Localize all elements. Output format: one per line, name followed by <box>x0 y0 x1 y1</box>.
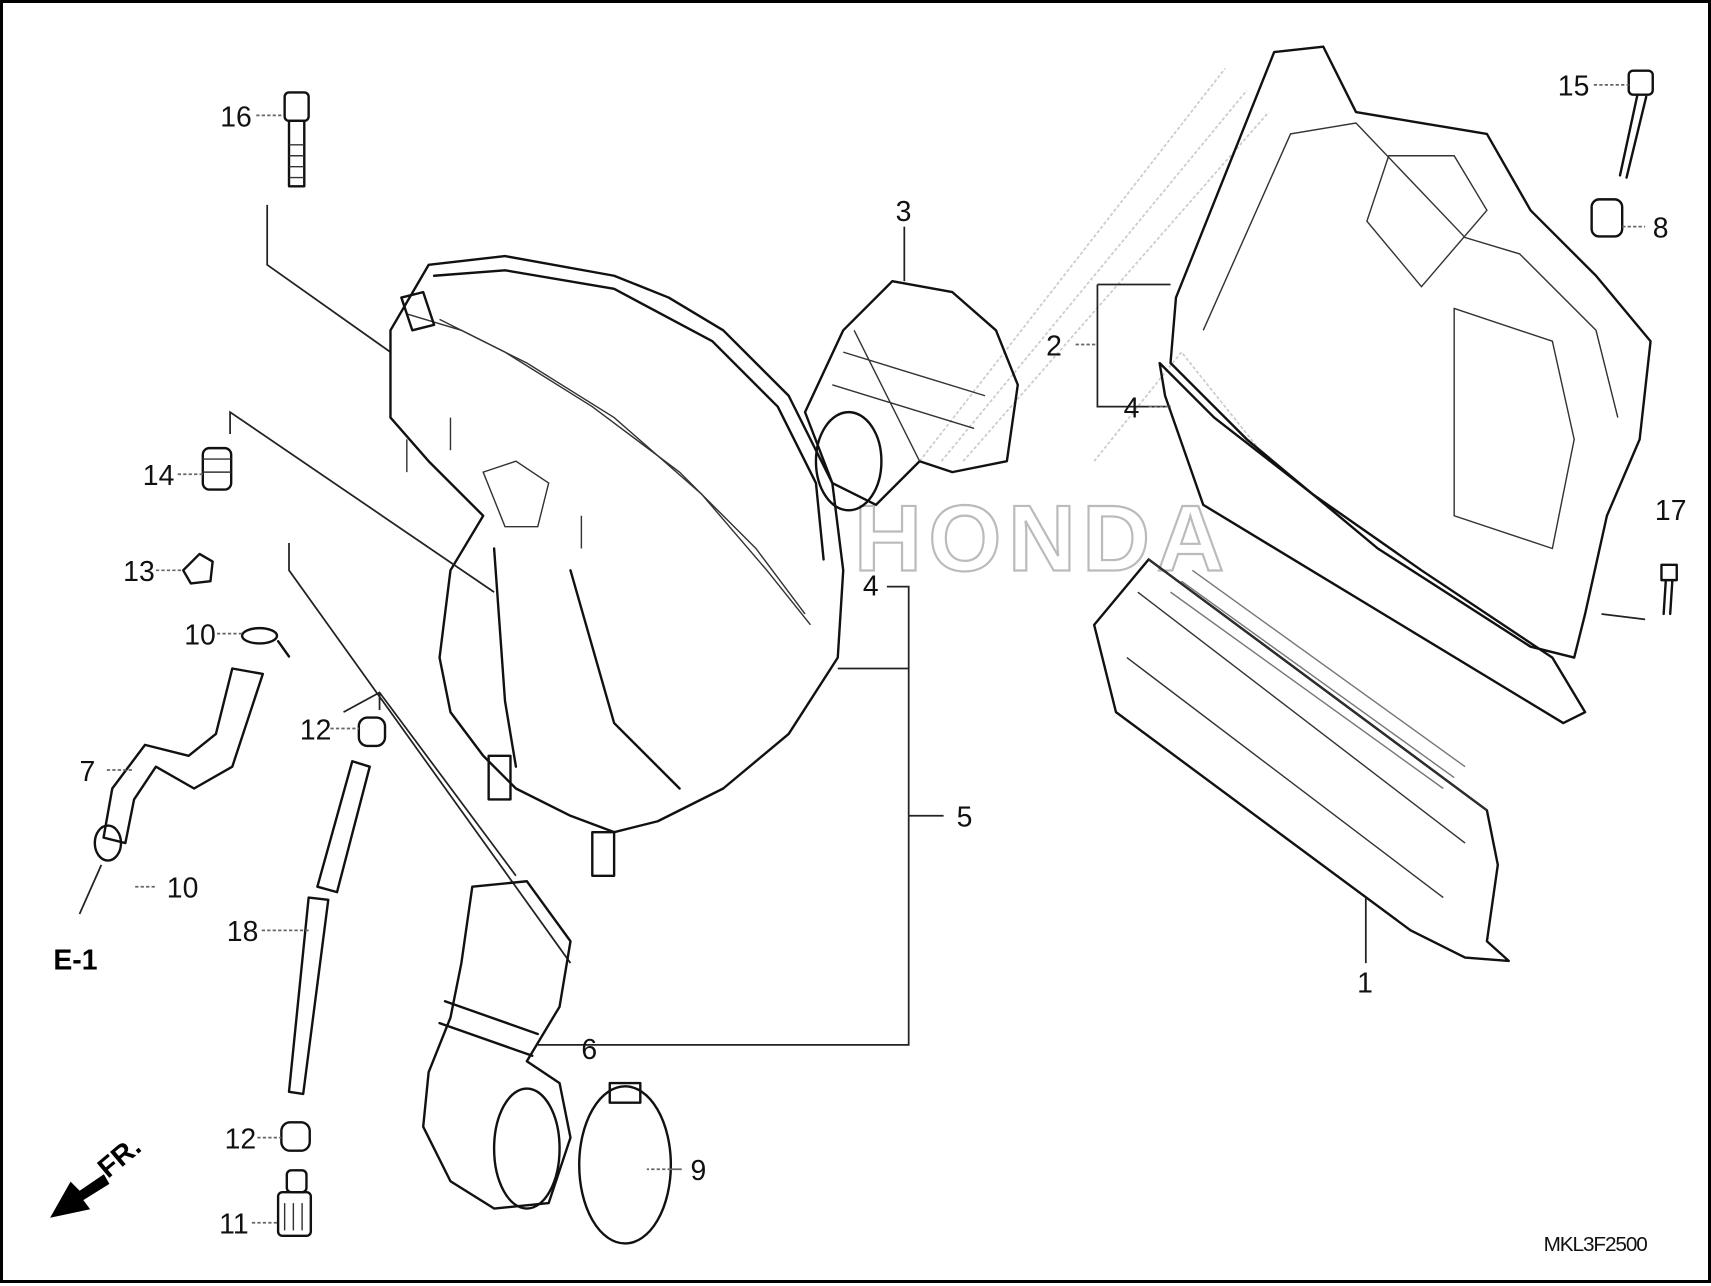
screw-17[interactable] <box>1660 563 1678 616</box>
callout-12[interactable]: 12 <box>225 1124 257 1156</box>
drain-hose-7[interactable] <box>102 667 265 845</box>
front-direction-arrow-icon: FR. <box>50 1131 148 1218</box>
callout-11[interactable]: 11 <box>219 1209 248 1241</box>
callout-4[interactable]: 4 <box>1124 393 1140 425</box>
honda-wing-watermark <box>918 67 1270 462</box>
reference-e1[interactable]: E-1 <box>53 945 97 977</box>
bracket-2-4 <box>1096 283 1171 408</box>
callout-8[interactable]: 8 <box>1653 213 1669 245</box>
callout-5[interactable]: 5 <box>957 802 973 834</box>
diagram-code: MKL3F2500 <box>1544 1233 1648 1256</box>
callout-4[interactable]: 4 <box>863 570 879 602</box>
air-cleaner-case[interactable] <box>389 254 845 877</box>
callout-14[interactable]: 14 <box>143 460 175 492</box>
screw-15[interactable] <box>1618 69 1654 179</box>
air-cleaner-cover-2[interactable] <box>1158 45 1652 725</box>
tube-18-upper[interactable] <box>316 760 371 894</box>
leader-dashes <box>106 83 1646 1224</box>
callout-3[interactable]: 3 <box>896 196 912 228</box>
callout-12[interactable]: 12 <box>300 714 332 746</box>
leader-line <box>288 543 572 964</box>
bracket-4-5-6 <box>537 585 944 1046</box>
callout-10[interactable]: 10 <box>167 873 199 905</box>
leader-line <box>229 410 495 593</box>
leader-line <box>343 691 517 877</box>
front-label: FR. <box>92 1131 148 1185</box>
callout-7[interactable]: 7 <box>80 756 96 788</box>
clamp-10-lower[interactable] <box>93 824 123 862</box>
band-9[interactable] <box>578 1081 673 1245</box>
clamp-12-upper[interactable] <box>357 716 387 748</box>
e1-arrow <box>78 864 103 915</box>
funnel-3[interactable] <box>803 280 1019 512</box>
bolt-16[interactable] <box>283 91 310 188</box>
parts-diagram: HONDA <box>50 45 1687 1256</box>
callout-16[interactable]: 16 <box>220 101 252 133</box>
leader-line <box>266 204 391 353</box>
clamp-10-upper[interactable] <box>240 626 291 658</box>
callout-10[interactable]: 10 <box>184 620 216 652</box>
clip-13[interactable] <box>181 552 214 585</box>
grommet-14[interactable] <box>201 446 233 491</box>
grommet-8[interactable] <box>1590 198 1624 238</box>
callout-6[interactable]: 6 <box>581 1034 597 1066</box>
callout-17[interactable]: 17 <box>1655 495 1687 527</box>
honda-watermark: HONDA <box>854 485 1231 590</box>
drain-plug-11[interactable] <box>276 1169 313 1238</box>
callout-13[interactable]: 13 <box>123 556 155 588</box>
air-cleaner-element-1[interactable] <box>1092 558 1510 963</box>
tube-18[interactable] <box>287 896 330 1096</box>
callout-15[interactable]: 15 <box>1558 71 1590 103</box>
leader-line <box>1601 613 1646 621</box>
callout-18[interactable]: 18 <box>227 916 259 948</box>
callout-2[interactable]: 2 <box>1046 330 1062 362</box>
callout-1[interactable]: 1 <box>1357 968 1373 1000</box>
clamp-12-lower[interactable] <box>280 1121 311 1152</box>
connecting-tube-6[interactable] <box>421 880 572 1210</box>
callout-9[interactable]: 9 <box>690 1155 706 1187</box>
